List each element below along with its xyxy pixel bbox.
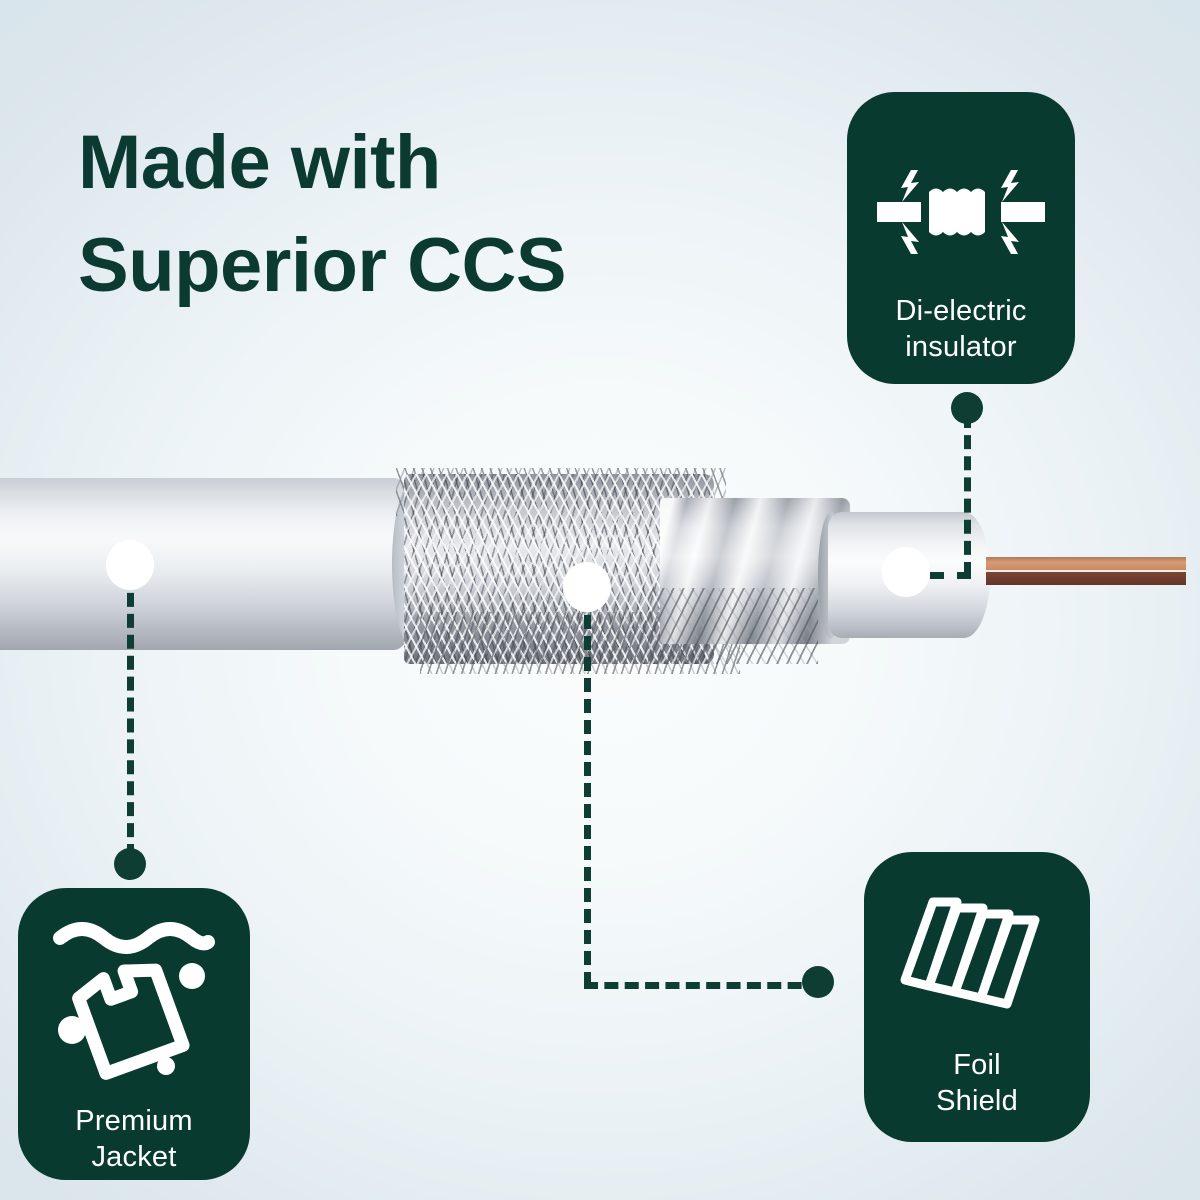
cable-copper-conductor xyxy=(986,557,1186,585)
dielectric-callout-line-vertical xyxy=(964,414,971,576)
copper-shadow-bottom xyxy=(986,572,1186,585)
feature-card-dielectric-label: Di-electric insulator xyxy=(895,295,1027,363)
foil-callout-line-vertical xyxy=(584,594,591,986)
feature-card-premium-jacket[interactable]: Premium Jacket xyxy=(18,888,250,1180)
foil-shield-icon xyxy=(900,897,1040,1009)
jacket-callout-enddot xyxy=(114,848,146,880)
dielectric-insulator-icon xyxy=(877,170,1045,254)
foil-callout-line-horizontal xyxy=(584,982,822,989)
cable-outer-jacket xyxy=(0,478,422,650)
feature-card-dielectric-insulator[interactable]: Di-electric insulator xyxy=(847,92,1075,384)
foil-callout-marker xyxy=(563,562,611,612)
dielectric-callout-marker xyxy=(882,547,930,597)
jacket-callout-marker xyxy=(106,540,154,590)
copper-specular-line xyxy=(986,570,1186,572)
copper-highlight-top xyxy=(986,557,1186,570)
premium-jacket-icon xyxy=(53,922,215,1080)
jacket-callout-line xyxy=(127,572,134,858)
page-title: Made with Superior CCS xyxy=(78,120,567,308)
dielectric-callout-line-horizontal xyxy=(930,572,971,579)
dielectric-callout-enddot xyxy=(951,392,983,424)
cable-foil-fray xyxy=(648,588,818,664)
foil-callout-enddot xyxy=(802,966,834,998)
feature-card-foil-label: Foil Shield xyxy=(936,1049,1018,1117)
feature-card-jacket-label: Premium Jacket xyxy=(75,1105,193,1173)
feature-card-foil-shield[interactable]: Foil Shield xyxy=(864,852,1090,1142)
